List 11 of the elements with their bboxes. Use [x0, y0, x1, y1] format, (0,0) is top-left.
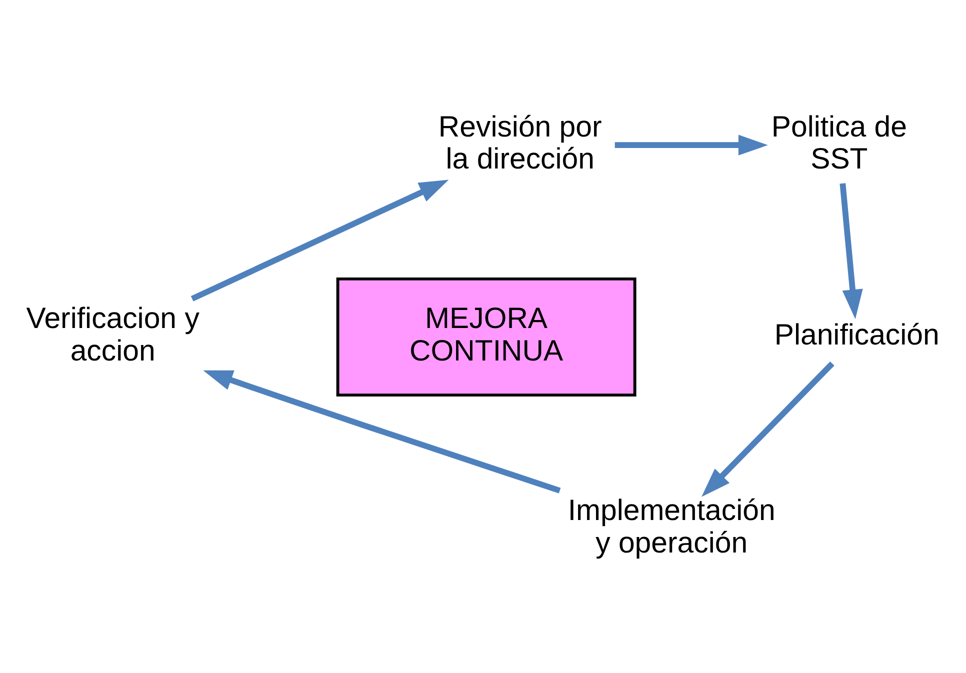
node-text: Planificación [774, 318, 940, 351]
arrow [614, 134, 768, 155]
node-text: Politica de SST [771, 110, 908, 176]
node-box: MEJORA CONTINUA [336, 276, 636, 396]
node-text: Implementación y operación [568, 494, 776, 559]
arrow [840, 182, 863, 319]
arrow [702, 361, 834, 496]
arrow [203, 370, 561, 493]
node-text: Revisión por la dirección [438, 110, 602, 176]
node-text: Verificacion y accion [26, 302, 200, 368]
arrow [190, 179, 449, 301]
